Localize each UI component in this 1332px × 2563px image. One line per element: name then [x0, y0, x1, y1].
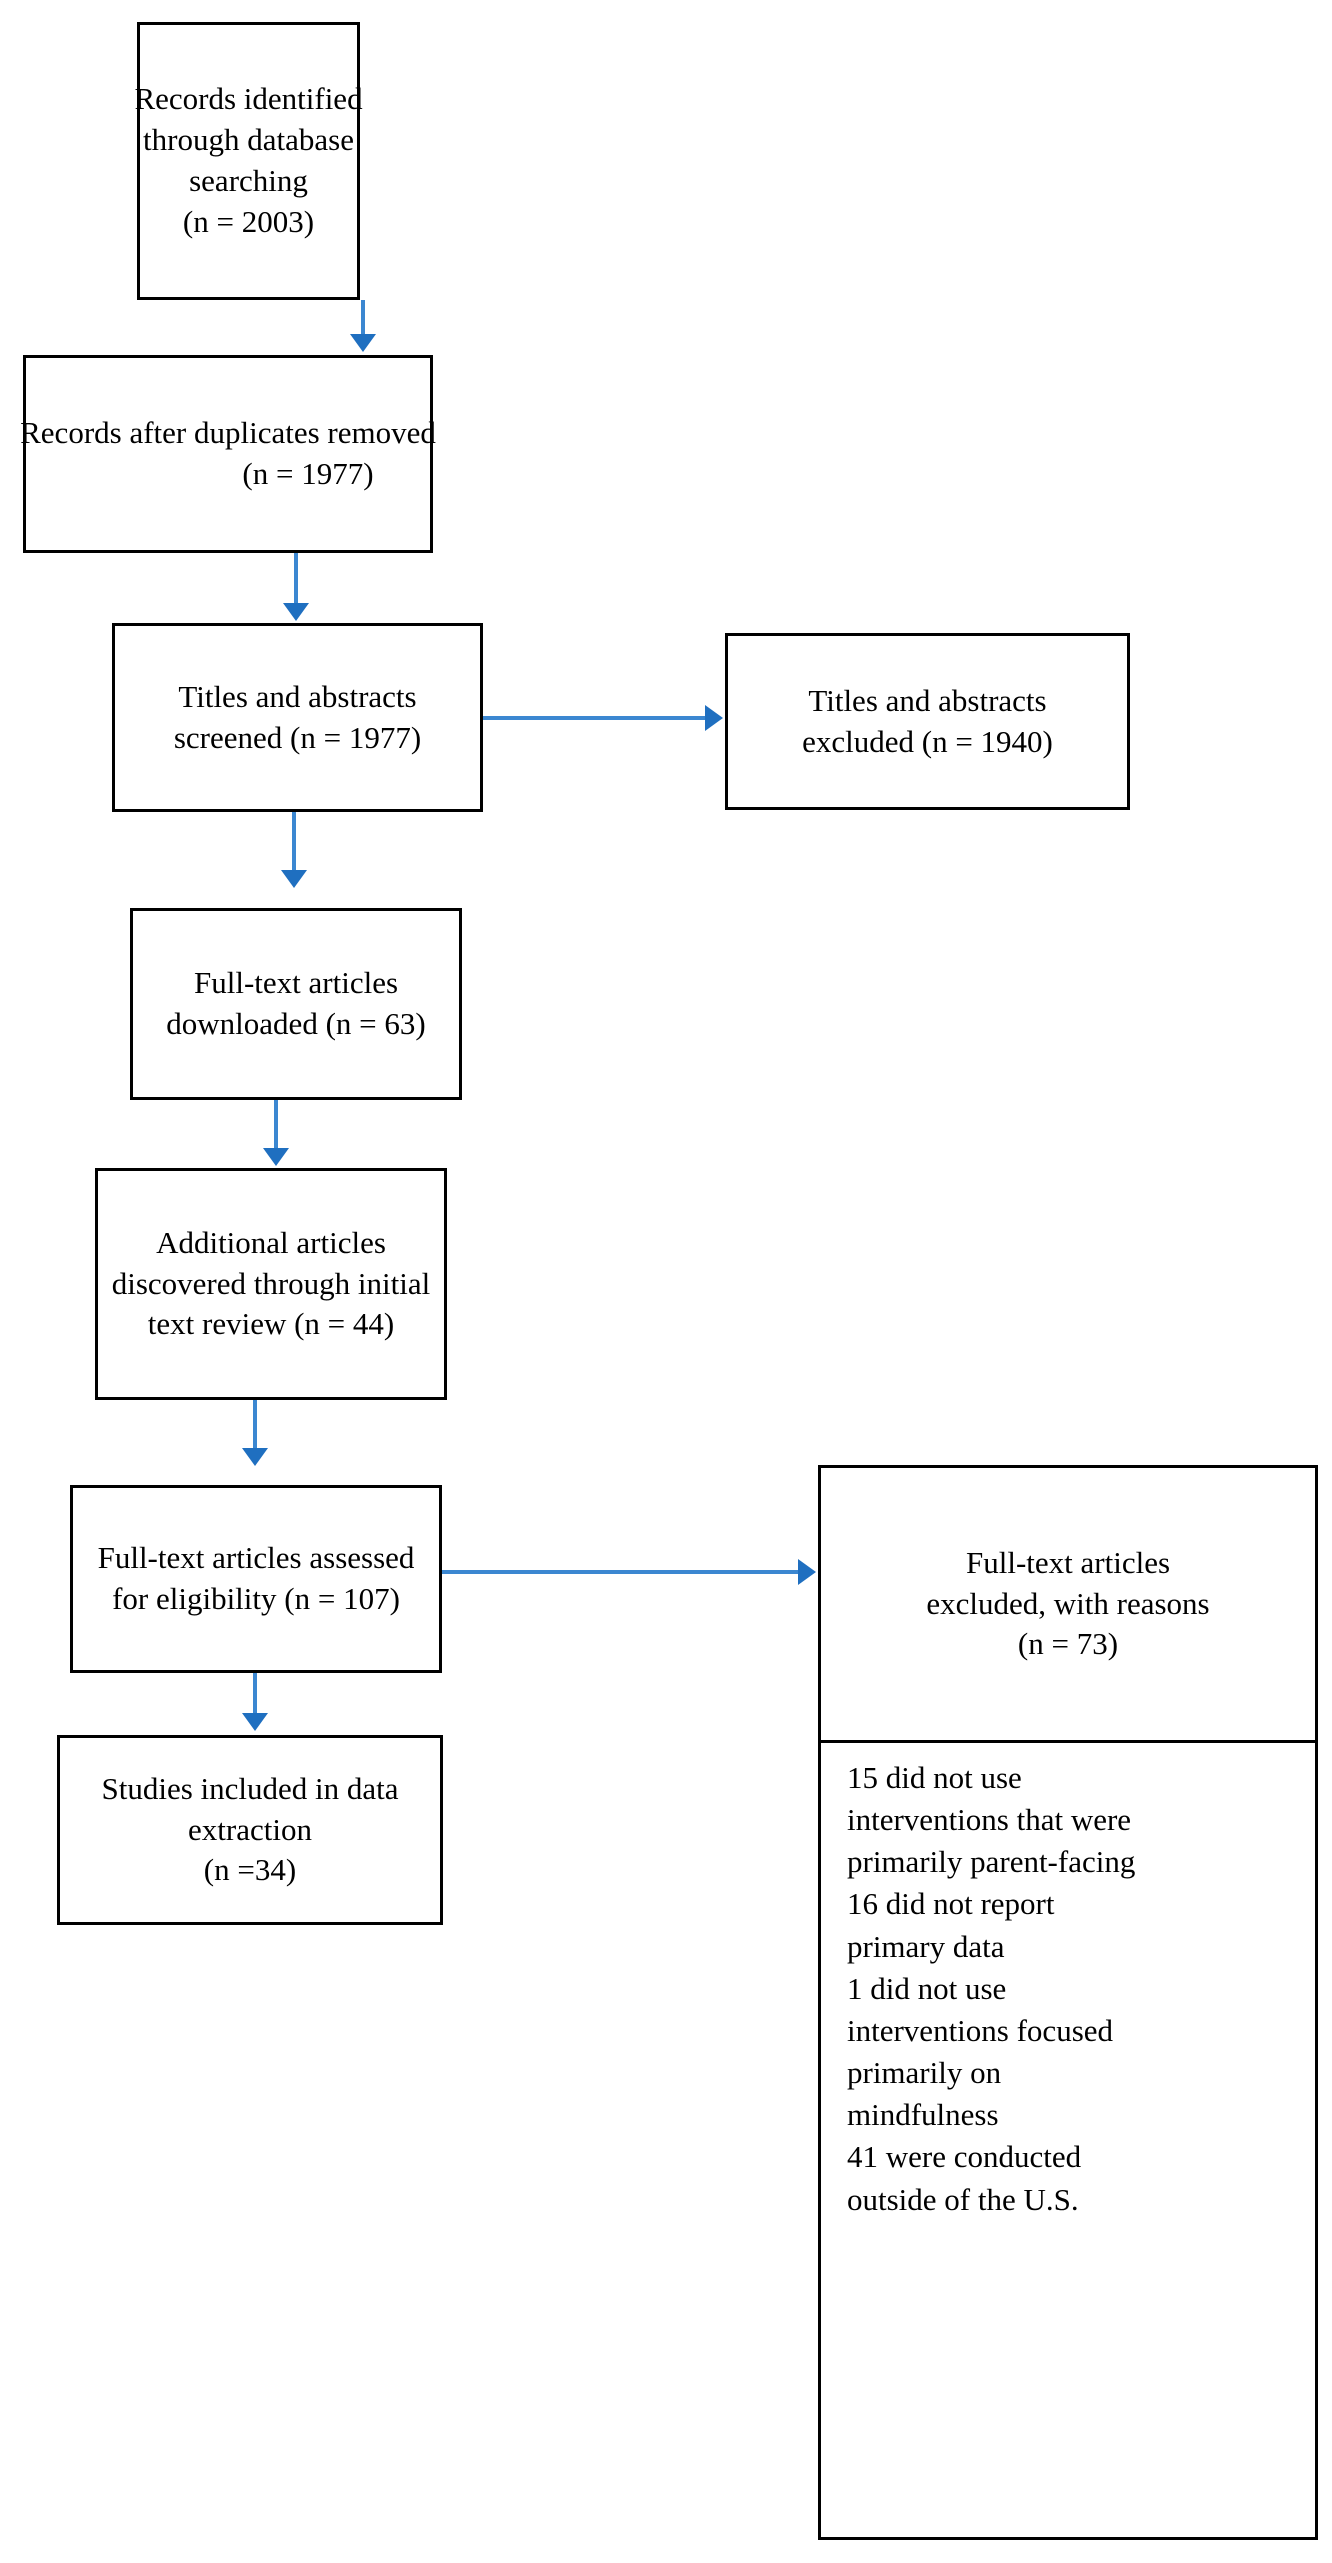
box-line: (n = 2003) — [182, 203, 315, 239]
box-line: Additional articles — [156, 1224, 386, 1260]
reason-line: interventions that were — [847, 1802, 1132, 1838]
box-line: (n =34) — [203, 1852, 297, 1888]
arrow-down-icon — [263, 1148, 289, 1166]
box-records-identified: Records identified through database sear… — [134, 22, 363, 300]
box-line: Studies included in data — [101, 1770, 399, 1806]
connector-line-identified-to-duplicates — [361, 300, 365, 338]
connector-line-downloaded-to-additional — [274, 1100, 278, 1152]
reason-line: mindfulness — [847, 2097, 999, 2133]
box-line: Full-text articles assessed — [97, 1540, 415, 1576]
connector-line-screened-to-excluded — [483, 716, 707, 720]
box-line: extraction — [188, 1811, 312, 1847]
box-line: Full-text articles — [193, 965, 399, 1001]
box-additional-articles-discovered: Additional articles discovered through i… — [95, 1168, 447, 1400]
box-line: (n = 73) — [1017, 1626, 1119, 1662]
reason-line: 41 were conducted — [847, 2139, 1082, 2175]
box-full-text-articles-assessed: Full-text articles assessed for eligibil… — [70, 1485, 442, 1673]
box-line: Records after duplicates removed — [20, 415, 436, 451]
box-line: screened (n = 1977) — [173, 719, 422, 755]
reason-line: primarily parent-facing — [847, 1844, 1136, 1880]
box-line: for eligibility (n = 107) — [112, 1581, 400, 1616]
box-line: searching — [189, 163, 308, 198]
box-full-text-articles-excluded: Full-text articles excluded, with reason… — [818, 1465, 1318, 1743]
box-full-text-articles-downloaded: Full-text articles downloaded (n = 63) — [130, 908, 462, 1100]
reason-line: primarily on — [847, 2055, 1002, 2091]
box-studies-included: Studies included in data extraction (n =… — [57, 1735, 443, 1925]
box-line: excluded, with reasons — [926, 1585, 1210, 1621]
arrow-right-icon — [705, 705, 723, 731]
connector-line-screened-to-downloaded — [292, 812, 296, 874]
box-line: excluded (n = 1940) — [802, 723, 1053, 759]
connector-line-additional-to-assessed — [253, 1400, 257, 1452]
box-line: through database — [143, 122, 354, 158]
arrow-down-icon — [281, 870, 307, 888]
box-line: Records identified — [134, 81, 363, 117]
arrow-down-icon — [283, 603, 309, 621]
arrow-down-icon — [350, 334, 376, 352]
reason-line: 16 did not report — [847, 1886, 1055, 1922]
box-titles-abstracts-excluded: Titles and abstracts excluded (n = 1940) — [725, 633, 1130, 810]
arrow-down-icon — [242, 1713, 268, 1731]
box-line: Full-text articles — [965, 1544, 1171, 1580]
box-records-after-duplicates-removed: Records after duplicates removed (n = 19… — [20, 355, 436, 553]
reason-line: primary data — [847, 1928, 1005, 1964]
box-line: text review (n = 44) — [147, 1306, 395, 1342]
box-line: Titles and abstracts — [178, 678, 417, 714]
reason-line: outside of the U.S. — [847, 2181, 1079, 2217]
box-line: downloaded (n = 63) — [166, 1006, 426, 1041]
connector-line-assessed-to-included — [253, 1673, 257, 1717]
arrow-down-icon — [242, 1448, 268, 1466]
box-line: discovered through initial — [111, 1265, 431, 1301]
panel-exclusion-reasons: 15 did not use interventions that were p… — [818, 1743, 1318, 2540]
arrow-right-icon — [798, 1559, 816, 1585]
reason-line: interventions focused — [847, 2012, 1114, 2048]
box-line: Titles and abstracts — [808, 682, 1047, 718]
reason-line: 15 did not use — [847, 1760, 1022, 1795]
reason-line: 1 did not use — [847, 1970, 1007, 2006]
box-line: (n = 1977) — [242, 456, 374, 491]
connector-line-duplicates-to-screened — [294, 553, 298, 607]
box-titles-abstracts-screened: Titles and abstracts screened (n = 1977) — [112, 623, 483, 812]
connector-line-assessed-to-excluded — [442, 1570, 800, 1574]
